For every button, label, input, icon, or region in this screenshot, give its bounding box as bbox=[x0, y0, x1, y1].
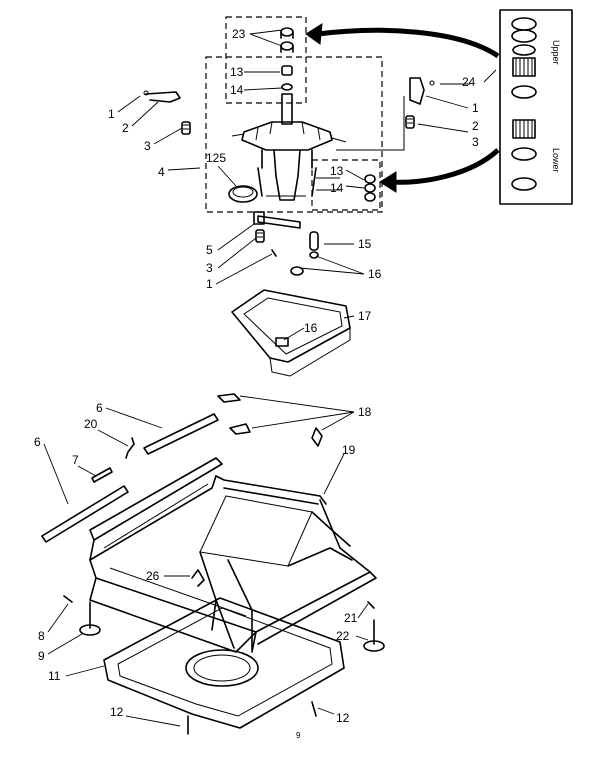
shaft-stub bbox=[316, 177, 340, 191]
callout-12-left: 12 bbox=[110, 705, 124, 719]
gearcase-hub bbox=[231, 93, 347, 201]
callout-22: 22 bbox=[336, 629, 350, 643]
screw-12-right bbox=[311, 701, 317, 717]
callout-16-upper: 16 bbox=[368, 267, 382, 281]
leader-lines bbox=[43, 29, 497, 727]
washer-14-upper bbox=[281, 83, 293, 91]
seals-13-14-lower bbox=[364, 174, 376, 202]
clip-left bbox=[143, 90, 191, 135]
arrow-to-upper-seals bbox=[317, 27, 500, 59]
plates-18 bbox=[217, 393, 323, 447]
lower-label: Lower bbox=[551, 148, 561, 173]
callout-1-right: 1 bbox=[472, 101, 479, 115]
bar-6-lower bbox=[41, 485, 129, 543]
callout-24: 24 bbox=[462, 75, 476, 89]
spring-3-mid bbox=[255, 229, 265, 243]
callout-4: 4 bbox=[158, 165, 165, 179]
callout-18: 18 bbox=[358, 405, 372, 419]
seal-13-upper bbox=[281, 65, 293, 76]
callout-6-upper: 6 bbox=[96, 401, 103, 415]
callout-6-lower: 6 bbox=[34, 435, 41, 449]
callout-5: 5 bbox=[206, 243, 213, 257]
callout-26: 26 bbox=[146, 569, 160, 583]
clip-right bbox=[336, 77, 435, 151]
arrowhead-upper bbox=[305, 23, 323, 45]
base-frame-19 bbox=[89, 457, 377, 653]
gearcase-group-box bbox=[205, 56, 383, 213]
frame-17 bbox=[231, 289, 351, 377]
seal-23 bbox=[280, 27, 294, 53]
pin-1-mid bbox=[271, 249, 277, 257]
arrowhead-lower bbox=[379, 171, 397, 193]
hook-20 bbox=[125, 437, 135, 459]
lower-seal-box bbox=[311, 159, 381, 211]
spring-7 bbox=[91, 467, 113, 483]
callout-9: 9 bbox=[38, 649, 45, 663]
spring-26 bbox=[191, 569, 205, 587]
upper-bearing-stack bbox=[511, 17, 537, 99]
callout-3-right: 3 bbox=[472, 135, 479, 149]
bearing-inset: Upper Lower bbox=[499, 9, 573, 205]
callout-2-right: 2 bbox=[472, 119, 479, 133]
callout-3-mid: 3 bbox=[206, 261, 213, 275]
bracket-5 bbox=[253, 211, 301, 229]
callout-7: 7 bbox=[72, 453, 79, 467]
arrow-to-lower-seals bbox=[391, 148, 500, 185]
page-mark: 9 bbox=[296, 731, 301, 740]
callout-16-lower: 16 bbox=[304, 321, 318, 335]
foot-left bbox=[63, 595, 101, 636]
callout-3-left: 3 bbox=[144, 139, 151, 153]
callout-15: 15 bbox=[358, 237, 372, 251]
callout-12-right: 12 bbox=[336, 711, 350, 725]
callout-2-left: 2 bbox=[122, 121, 129, 135]
callout-14-lower: 14 bbox=[330, 181, 344, 195]
upper-label: Upper bbox=[551, 40, 561, 65]
callout-14-upper: 14 bbox=[230, 83, 244, 97]
callout-20: 20 bbox=[84, 417, 98, 431]
callout-1-mid: 1 bbox=[206, 277, 213, 291]
callout-17: 17 bbox=[358, 309, 372, 323]
callout-23: 23 bbox=[232, 27, 246, 41]
callouts: 23 13 14 1 2 3 4 125 13 14 24 1 2 3 5 3 … bbox=[34, 27, 479, 740]
lower-bearing-stack bbox=[511, 119, 537, 191]
callout-125: 125 bbox=[206, 151, 226, 165]
cam-15 bbox=[309, 231, 319, 251]
callout-13-upper: 13 bbox=[230, 65, 244, 79]
callout-8: 8 bbox=[38, 629, 45, 643]
base-pan-11 bbox=[103, 597, 345, 729]
foot-right bbox=[363, 601, 385, 652]
bar-6-upper bbox=[143, 413, 219, 455]
callout-19: 19 bbox=[342, 443, 356, 457]
callout-13-lower: 13 bbox=[330, 164, 344, 178]
seal-kit-box bbox=[225, 16, 307, 104]
callout-11: 11 bbox=[48, 669, 61, 683]
callout-21: 21 bbox=[344, 611, 358, 625]
callout-1-left: 1 bbox=[108, 107, 115, 121]
pad-16 bbox=[290, 251, 319, 276]
snubber-ring-125 bbox=[228, 185, 258, 203]
